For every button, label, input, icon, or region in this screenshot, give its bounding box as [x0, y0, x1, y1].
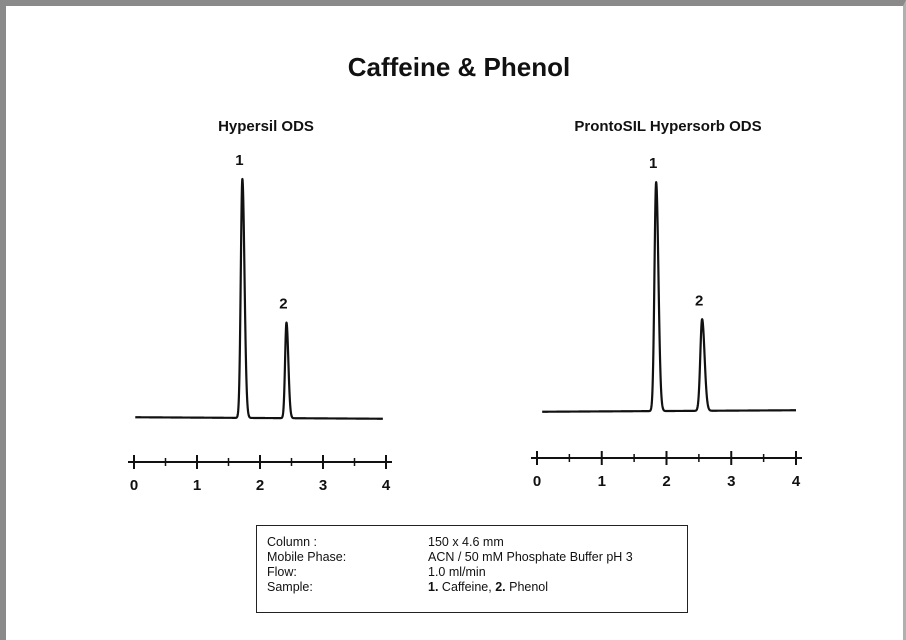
mobile-phase-value: ACN / 50 mM Phosphate Buffer pH 3 — [428, 550, 633, 564]
x-tick-label-1-1: 1 — [598, 473, 606, 490]
x-tick-label-0-1: 1 — [193, 477, 201, 494]
chromatogram-trace-1 — [541, 181, 797, 413]
conditions-box: Column : 150 x 4.6 mm Mobile Phase: ACN … — [256, 525, 688, 613]
peak-label-1-0: 1 — [649, 155, 657, 172]
x-tick-label-1-2: 2 — [662, 473, 670, 490]
sample-number-2: 2. — [495, 580, 506, 594]
sample-label: Sample: — [267, 580, 313, 594]
sample-name-1: Caffeine, — [438, 580, 496, 594]
x-tick-label-0-0: 0 — [130, 477, 138, 494]
chart-title-hypersil: Hypersil ODS — [218, 118, 314, 135]
peak-label-0-0: 1 — [235, 152, 243, 169]
x-tick-label-0-2: 2 — [256, 477, 264, 494]
mobile-phase-label: Mobile Phase: — [267, 550, 347, 564]
figure-title: Caffeine & Phenol — [347, 52, 571, 82]
chromatogram-charts: 0 1 2 3 4 1 2 0 1 2 3 4 1 2 — [128, 152, 802, 494]
x-tick-label-1-0: 0 — [533, 473, 541, 490]
x-tick-label-1-4: 4 — [792, 473, 801, 490]
sample-name-2: Phenol — [505, 580, 549, 594]
x-tick-label-0-4: 4 — [382, 477, 391, 494]
x-tick-label-1-3: 3 — [727, 473, 735, 490]
x-tick-label-0-3: 3 — [319, 477, 327, 494]
sample-value: 1. Caffeine, 2. Phenol — [428, 580, 548, 594]
column-value: 150 x 4.6 mm — [428, 535, 504, 549]
chart-title-prontosil: ProntoSIL Hypersorb ODS — [574, 118, 762, 135]
sample-number-1: 1. — [428, 580, 439, 594]
flow-value: 1.0 ml/min — [428, 565, 486, 579]
peak-label-1-1: 2 — [695, 292, 703, 309]
column-label: Column : — [267, 535, 318, 549]
chromatogram-trace-0 — [134, 177, 384, 420]
flow-label: Flow: — [267, 565, 297, 579]
peak-label-0-1: 2 — [279, 295, 287, 312]
